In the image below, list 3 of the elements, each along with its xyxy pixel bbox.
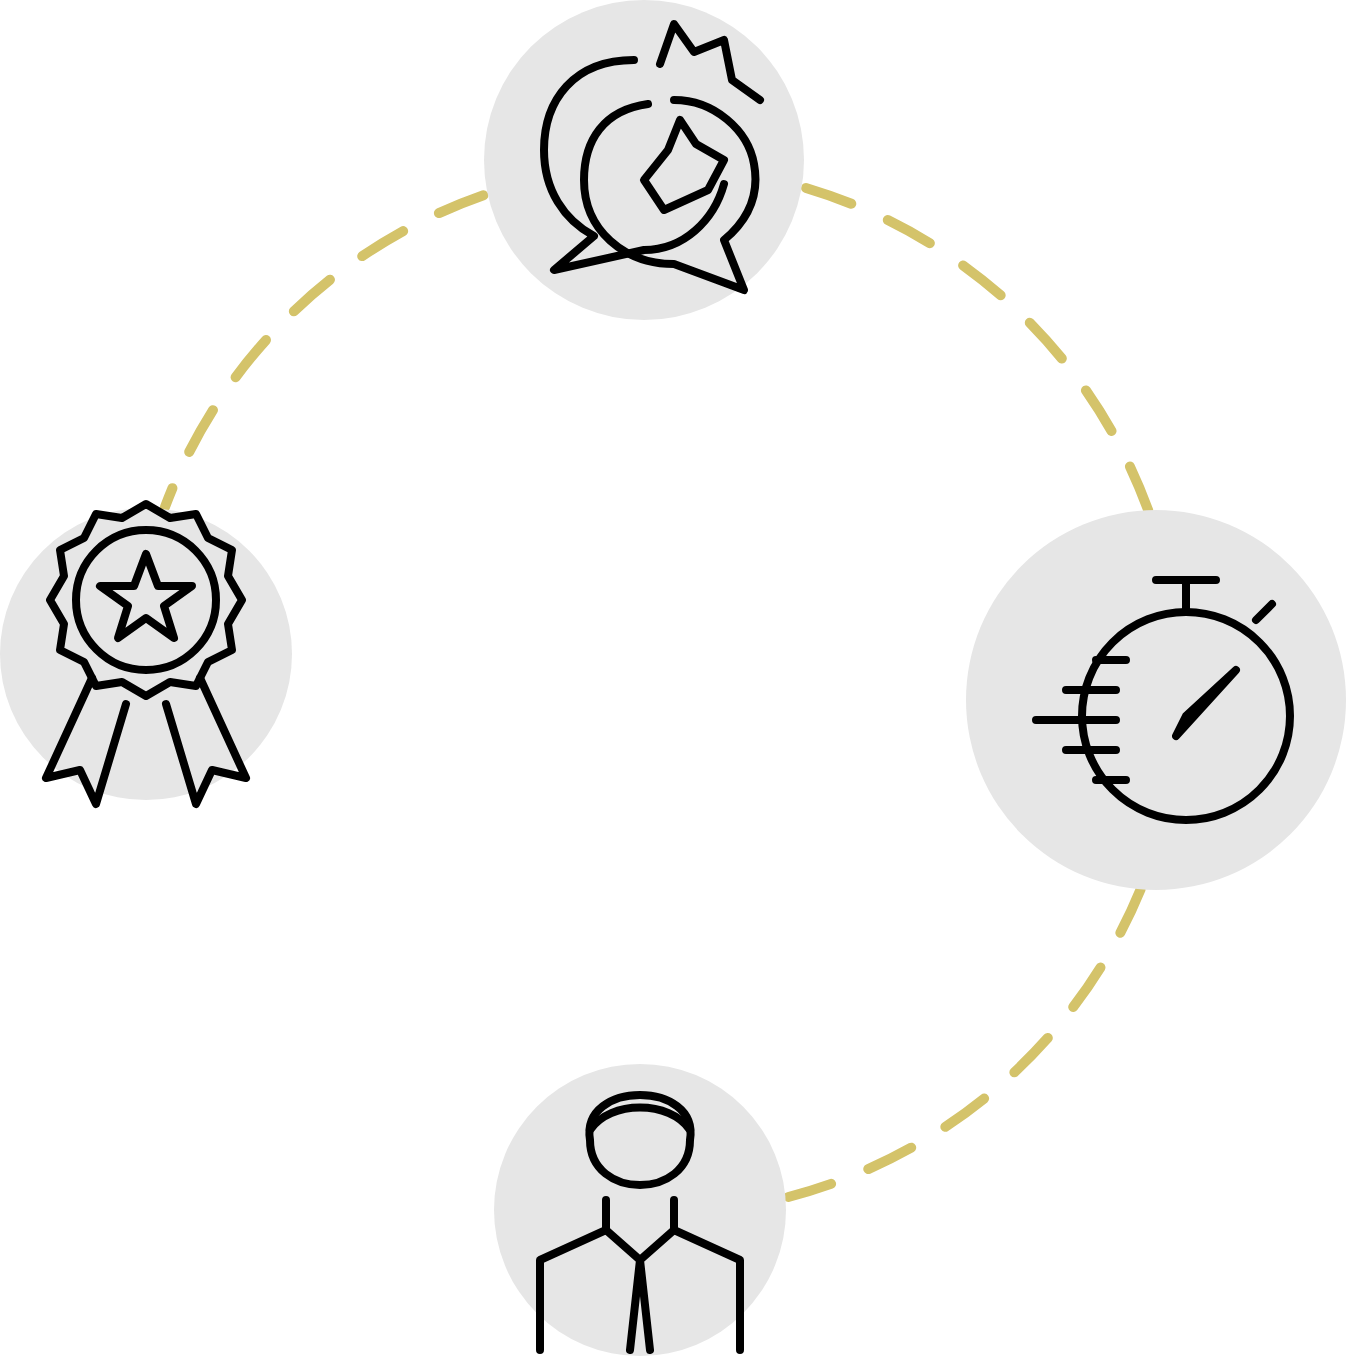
dashed-arc-connector	[783, 884, 1146, 1202]
dashed-arc-connector	[801, 182, 1154, 516]
dashed-arc-connector	[160, 190, 489, 512]
